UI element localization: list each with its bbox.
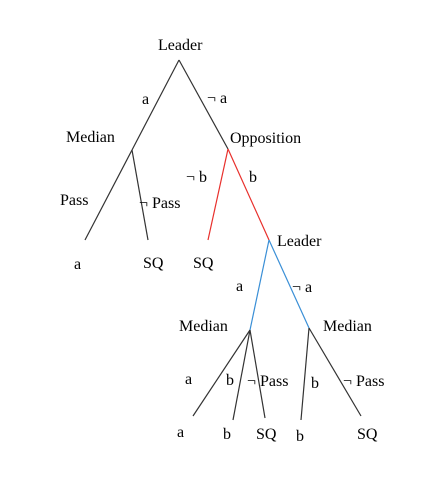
outcome-6: SQ <box>256 426 277 443</box>
node-median-1: Median <box>66 129 115 146</box>
edge-label-median2-not-pass: ¬ Pass <box>247 373 288 390</box>
edge-label-root-not-a: ¬ a <box>207 90 227 107</box>
edge-median1-outcome2 <box>131 149 149 241</box>
edge-label-median1-pass: Pass <box>60 192 88 209</box>
edge-label-opp-not-b: ¬ b <box>186 169 207 186</box>
edge-median2-outcome5 <box>232 329 251 421</box>
edge-median1-outcome1 <box>84 149 133 241</box>
edge-root-opposition <box>178 59 229 150</box>
outcome-8: SQ <box>357 426 378 443</box>
edge-leader2-median3 <box>268 239 310 329</box>
outcome-7: b <box>296 428 304 445</box>
edges <box>84 59 362 421</box>
edge-label-median2-a: a <box>185 371 192 388</box>
edge-median3-outcome8 <box>308 327 362 417</box>
outcome-1: a <box>74 256 81 273</box>
node-median-3: Median <box>323 318 372 335</box>
edge-label-median1-not-pass: ¬ Pass <box>139 195 180 212</box>
edge-median3-outcome7 <box>300 327 310 421</box>
edge-median2-outcome4 <box>192 329 251 417</box>
edge-root-median1 <box>131 59 180 151</box>
node-median-2: Median <box>179 318 228 335</box>
outcome-2: SQ <box>143 255 164 272</box>
edge-label-leader2-a: a <box>236 278 243 295</box>
edge-opposition-outcome3 <box>207 148 229 241</box>
edge-label-root-a: a <box>142 91 149 108</box>
edge-label-median2-b: b <box>226 372 234 389</box>
edge-label-leader2-not-a: ¬ a <box>292 279 312 296</box>
outcome-5: b <box>223 426 231 443</box>
node-root-leader: Leader <box>158 37 203 54</box>
outcome-3: SQ <box>193 255 214 272</box>
edge-median2-outcome6 <box>249 329 266 419</box>
outcome-labels: a SQ SQ a b SQ b SQ <box>74 255 378 445</box>
edge-label-median3-b: b <box>311 375 319 392</box>
node-labels: Leader Median Opposition Leader Median M… <box>66 37 372 335</box>
outcome-4: a <box>177 424 184 441</box>
edge-opposition-leader2 <box>227 148 270 241</box>
edge-label-opp-b: b <box>249 169 257 186</box>
edge-leader2-median2 <box>249 239 270 331</box>
node-opposition: Opposition <box>230 130 301 147</box>
node-leader-2: Leader <box>277 233 322 250</box>
edge-labels: a ¬ a Pass ¬ Pass ¬ b b a ¬ a a b ¬ Pass… <box>60 90 384 392</box>
edge-label-median3-not-pass: ¬ Pass <box>343 373 384 390</box>
